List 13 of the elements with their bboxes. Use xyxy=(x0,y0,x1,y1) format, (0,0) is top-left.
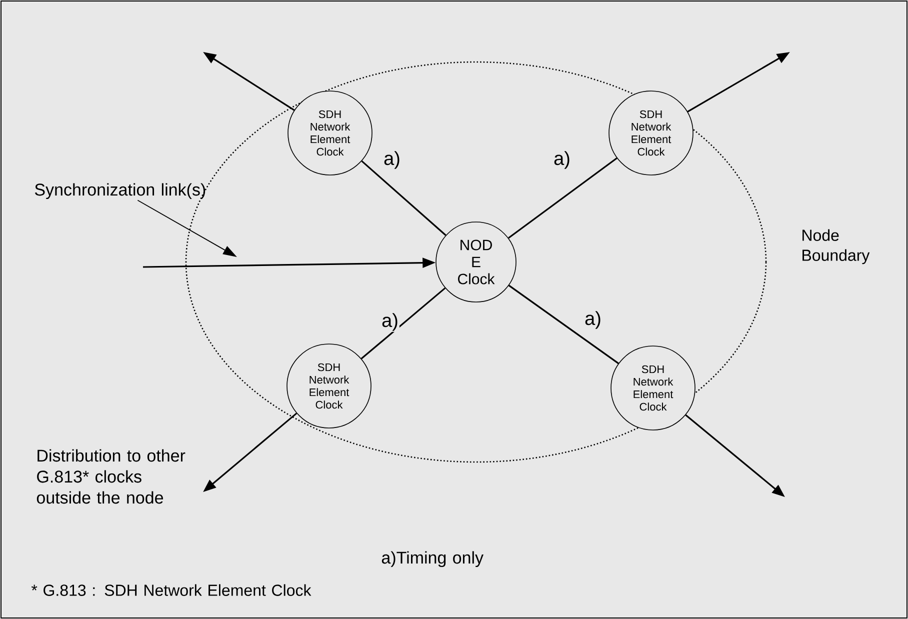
edge-label: a) xyxy=(552,150,572,170)
connector-line xyxy=(361,160,446,236)
edge-label: a) xyxy=(380,312,400,332)
callout-text: Synchronization link(s) xyxy=(34,183,206,200)
connector-line xyxy=(508,284,619,364)
connector-line xyxy=(360,287,446,360)
note-text: Distribution to other G.813* clocks outside the node xyxy=(36,449,186,504)
edge-label: a) xyxy=(584,310,602,330)
note-text: a)Timing only xyxy=(382,551,484,568)
boundary-label: Node Boundary xyxy=(802,229,870,264)
note-text: * G.813 : SDH Network Element Clock xyxy=(31,584,312,596)
edge-label: a) xyxy=(382,150,402,170)
connector-line xyxy=(508,158,618,239)
